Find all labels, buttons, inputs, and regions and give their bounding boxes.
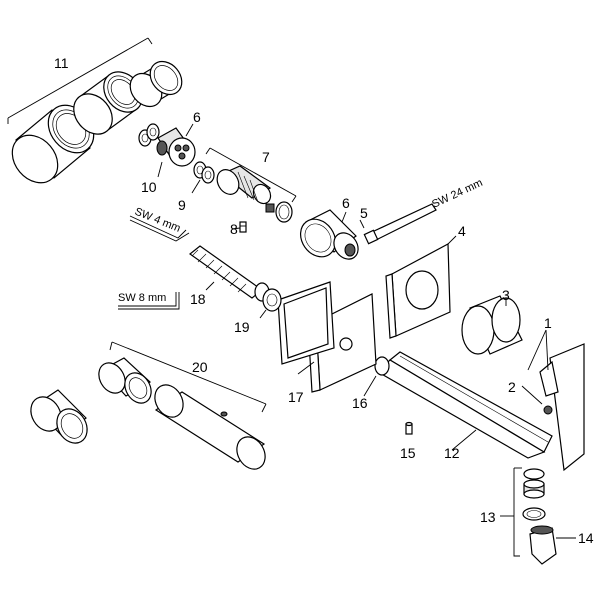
part-3-handle-sleeve xyxy=(461,295,523,355)
tool-label-sw8: SW 8 mm xyxy=(118,292,166,304)
tool-label-sw24: SW 24 mm xyxy=(430,177,484,211)
part-6-valve-body xyxy=(299,209,359,260)
callout-1: 1 xyxy=(544,315,552,331)
callout-5: 5 xyxy=(360,205,368,221)
part-5-wrench-sw24 xyxy=(359,203,437,245)
part-20-extension-set xyxy=(98,341,267,470)
callout-9: 9 xyxy=(178,197,186,213)
part-4-cover-plate xyxy=(385,235,457,339)
callout-16: 16 xyxy=(352,395,368,411)
callout-19: 19 xyxy=(234,319,250,335)
part-19-adapter-nut xyxy=(259,288,282,319)
part-8-screw xyxy=(231,221,247,233)
extension-sleeve-lower xyxy=(30,389,88,444)
callout-15: 15 xyxy=(400,445,416,461)
part-12-spout xyxy=(377,351,553,459)
callout-7: 7 xyxy=(262,149,270,165)
callout-4: 4 xyxy=(458,223,466,239)
callout-13: 13 xyxy=(480,509,496,525)
callout-2: 2 xyxy=(508,379,516,395)
callout-12: 12 xyxy=(444,445,460,461)
part-18-extension-spring xyxy=(189,245,270,302)
part-17-seal-frame xyxy=(277,281,335,365)
callout-6-left: 6 xyxy=(193,109,201,125)
callout-3: 3 xyxy=(502,287,510,303)
callout-17: 17 xyxy=(288,389,304,405)
callout-11: 11 xyxy=(54,55,69,71)
part-1-lever-handle xyxy=(527,329,585,472)
callout-20: 20 xyxy=(192,359,208,375)
part-11-extension-sleeves xyxy=(7,37,183,184)
callout-10: 10 xyxy=(141,179,157,195)
part-15-pin xyxy=(405,421,413,435)
callout-18: 18 xyxy=(190,291,206,307)
part-10-diverter-cartridge xyxy=(138,123,196,178)
allen-key-8mm xyxy=(118,292,180,310)
callout-labels: 11 6 10 9 7 8 6 5 4 3 1 2 18 19 17 16 20… xyxy=(54,55,594,546)
callout-14: 14 xyxy=(578,530,594,546)
part-7-thermostat-cartridge xyxy=(205,147,297,223)
part-13-aerator xyxy=(500,467,546,557)
part-16-o-ring xyxy=(363,356,390,397)
part-9-o-rings xyxy=(191,161,215,194)
allen-key-4mm xyxy=(129,215,190,242)
part-2-set-screw xyxy=(521,385,553,415)
callout-8: 8 xyxy=(230,221,238,237)
part-14-aerator-housing xyxy=(529,525,576,565)
callout-6-right: 6 xyxy=(342,195,350,211)
